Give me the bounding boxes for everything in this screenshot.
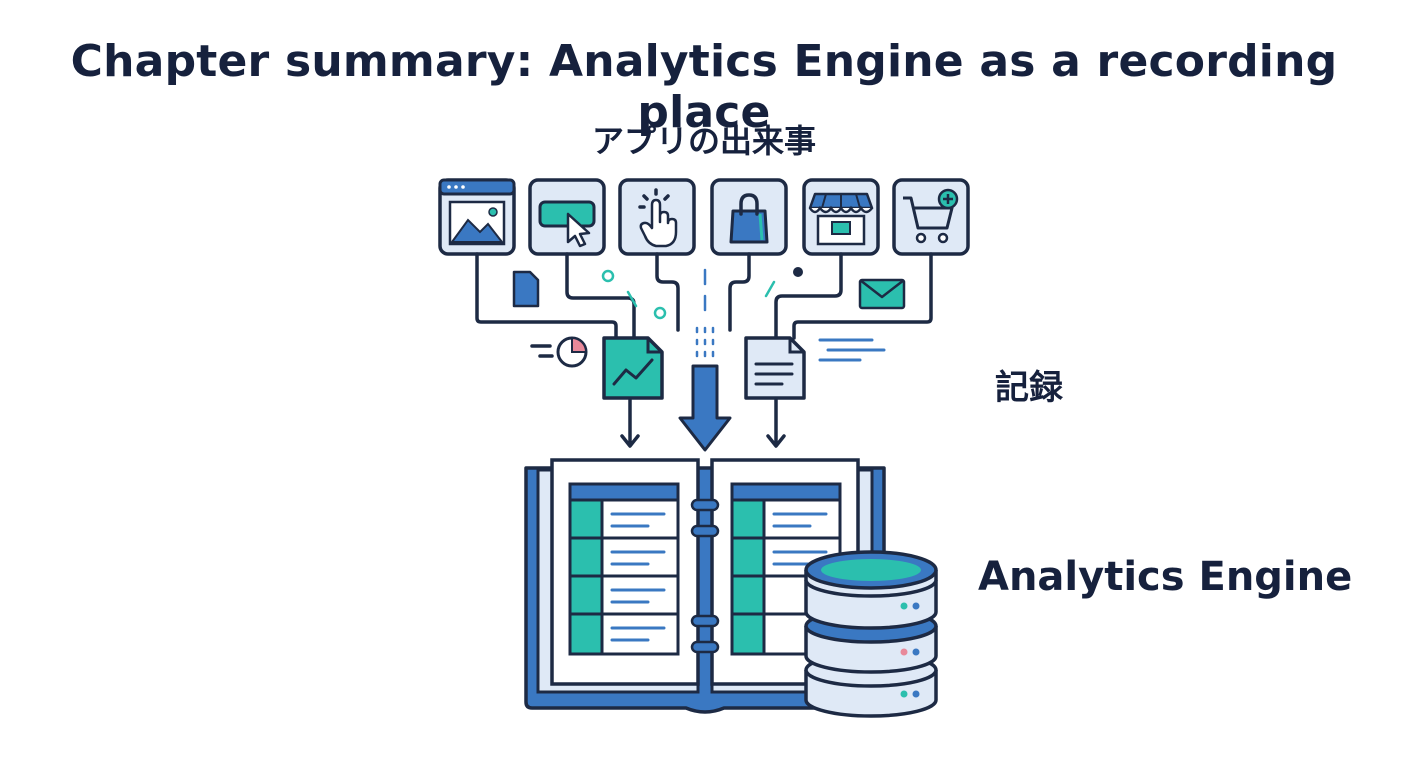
record-label: 記録: [995, 368, 1063, 408]
click-button-icon: [528, 178, 606, 256]
storefront-icon: [802, 178, 880, 256]
image-window-icon: [438, 178, 516, 256]
ledger-book-icon: [524, 458, 886, 714]
add-to-cart-icon: [892, 178, 970, 256]
database-icon: [804, 550, 938, 718]
app-events-heading: アプリの出来事: [591, 122, 816, 160]
flow-arrows: [620, 364, 786, 452]
tap-hand-icon: [618, 178, 696, 256]
analytics-engine-label: Analytics Engine: [978, 554, 1353, 600]
shopping-bag-icon: [710, 178, 788, 256]
floating-decorations: [512, 267, 906, 368]
page-title: Chapter summary: Analytics Engine as a r…: [70, 36, 1338, 138]
text-document-icon: [744, 336, 806, 400]
chart-document-icon: [602, 336, 664, 400]
